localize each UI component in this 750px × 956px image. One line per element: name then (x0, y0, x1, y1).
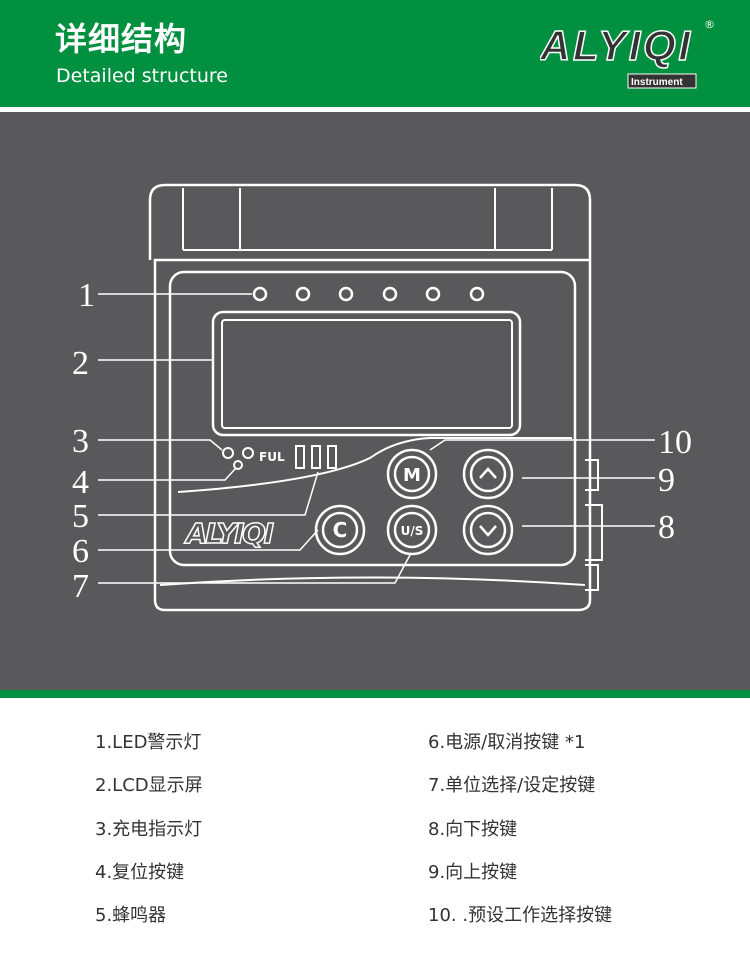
svg-text:6: 6 (72, 533, 89, 570)
svg-text:U/S: U/S (401, 524, 424, 538)
brand-logo: ALYIQI Instrument ® (540, 18, 715, 89)
divider (0, 690, 750, 698)
svg-text:9: 9 (658, 462, 675, 499)
device-handle (148, 183, 592, 260)
svg-text:10: 10 (658, 424, 692, 461)
up-button[interactable] (462, 448, 514, 500)
charge-indicator-icon (222, 447, 234, 459)
m-button[interactable]: M (386, 448, 438, 500)
svg-text:5: 5 (72, 498, 89, 535)
legend-item: 5.蜂鸣器 (95, 905, 167, 926)
front-panel (168, 270, 577, 567)
legend-item: 1.LED警示灯 (95, 732, 202, 753)
svg-text:7: 7 (72, 568, 89, 605)
legend-item: 2.LCD显示屏 (95, 775, 203, 796)
charge-label: FUL (259, 450, 285, 464)
legend-item: 8.向下按键 (428, 819, 518, 840)
legend-item: 6.电源/取消按键 *1 (428, 732, 586, 753)
svg-text:M: M (403, 465, 421, 486)
legend-item: 7.单位选择/设定按键 (428, 775, 596, 796)
lcd-display (211, 310, 522, 437)
device-body (153, 258, 592, 612)
power-cancel-button[interactable]: C (314, 504, 366, 556)
legend-item: 4.复位按键 (95, 862, 185, 883)
legend-item: 3.充电指示灯 (95, 819, 203, 840)
down-arrow-icon (479, 525, 497, 537)
logo-subtext: Instrument (631, 77, 683, 88)
unit-set-button[interactable]: U/S (386, 504, 438, 556)
down-button[interactable] (462, 504, 514, 556)
callout-numbers: 1 2 3 4 5 6 7 8 9 10 (72, 277, 692, 605)
device-brand-logo: ALYIQI (184, 517, 274, 550)
led-warning-lights (252, 286, 485, 302)
header-banner: 详细结构 Detailed structure ALYIQI Instrumen… (0, 0, 750, 107)
buzzer (295, 445, 337, 469)
svg-text:1: 1 (78, 277, 95, 314)
svg-text:4: 4 (72, 464, 89, 501)
reset-button[interactable] (233, 460, 243, 470)
registered-mark: ® (704, 18, 715, 31)
device-diagram: FUL ALYIQI M C U/S 1 2 3 4 5 6 7 8 9 10 (72, 183, 692, 612)
legend-item: 9.向上按键 (428, 862, 518, 883)
svg-text:8: 8 (658, 509, 675, 546)
svg-text:3: 3 (72, 423, 89, 460)
diagram-background (0, 112, 750, 690)
up-arrow-icon (479, 467, 497, 479)
logo-text: ALYIQI (540, 22, 691, 70)
page-subtitle: Detailed structure (56, 65, 228, 87)
svg-text:C: C (333, 518, 348, 542)
svg-text:2: 2 (72, 345, 89, 382)
page-title: 详细结构 (55, 20, 188, 58)
legend-item: 10. .预设工作选择按键 (428, 905, 613, 926)
